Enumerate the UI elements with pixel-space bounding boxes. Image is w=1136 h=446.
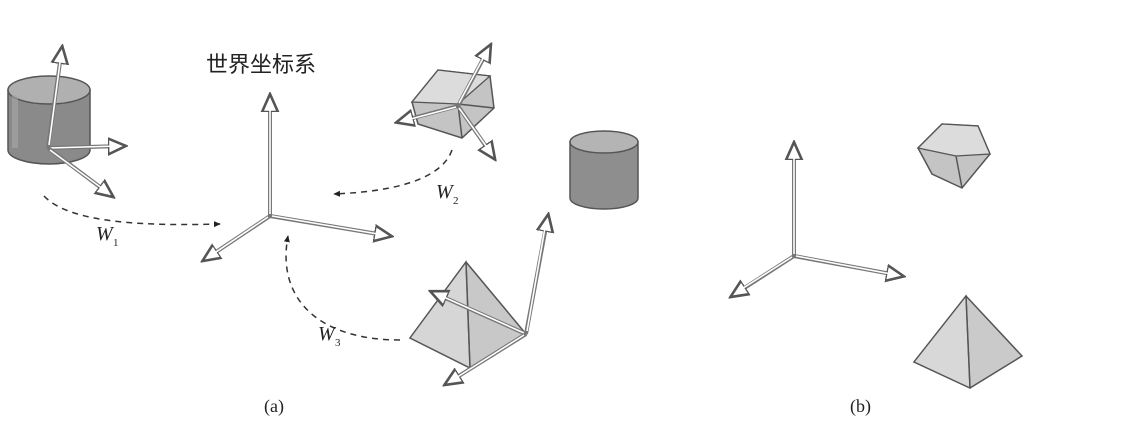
transform-arrow-w3 — [283, 235, 401, 341]
caption-a: (a) — [264, 396, 284, 417]
cylinder-object-standalone — [569, 130, 639, 210]
svg-text:3: 3 — [335, 337, 341, 349]
transform-arrow-w1 — [43, 195, 221, 228]
pyramid-local-axes — [432, 216, 548, 384]
world-coordinate-title: 世界坐标系 — [206, 53, 316, 78]
label-w2: W 2 — [436, 181, 459, 207]
cube-local-axes — [398, 46, 494, 158]
svg-text:1: 1 — [113, 237, 119, 249]
pyramid-object-a — [408, 260, 528, 370]
world-axes-b — [732, 144, 902, 296]
transform-arrow-w2 — [333, 149, 453, 197]
svg-text:W: W — [318, 323, 337, 345]
svg-text:W: W — [96, 223, 115, 245]
cube-object-a — [410, 69, 495, 139]
svg-text:W: W — [436, 181, 455, 203]
world-axes-a — [204, 96, 390, 260]
cube-object-b — [916, 123, 991, 189]
svg-text:2: 2 — [453, 195, 459, 207]
label-w1: W 1 — [96, 223, 119, 249]
caption-b: (b) — [850, 396, 871, 417]
cylinder-local-axes — [46, 48, 124, 196]
label-w3: W 3 — [318, 323, 341, 349]
pyramid-object-b — [912, 294, 1024, 390]
